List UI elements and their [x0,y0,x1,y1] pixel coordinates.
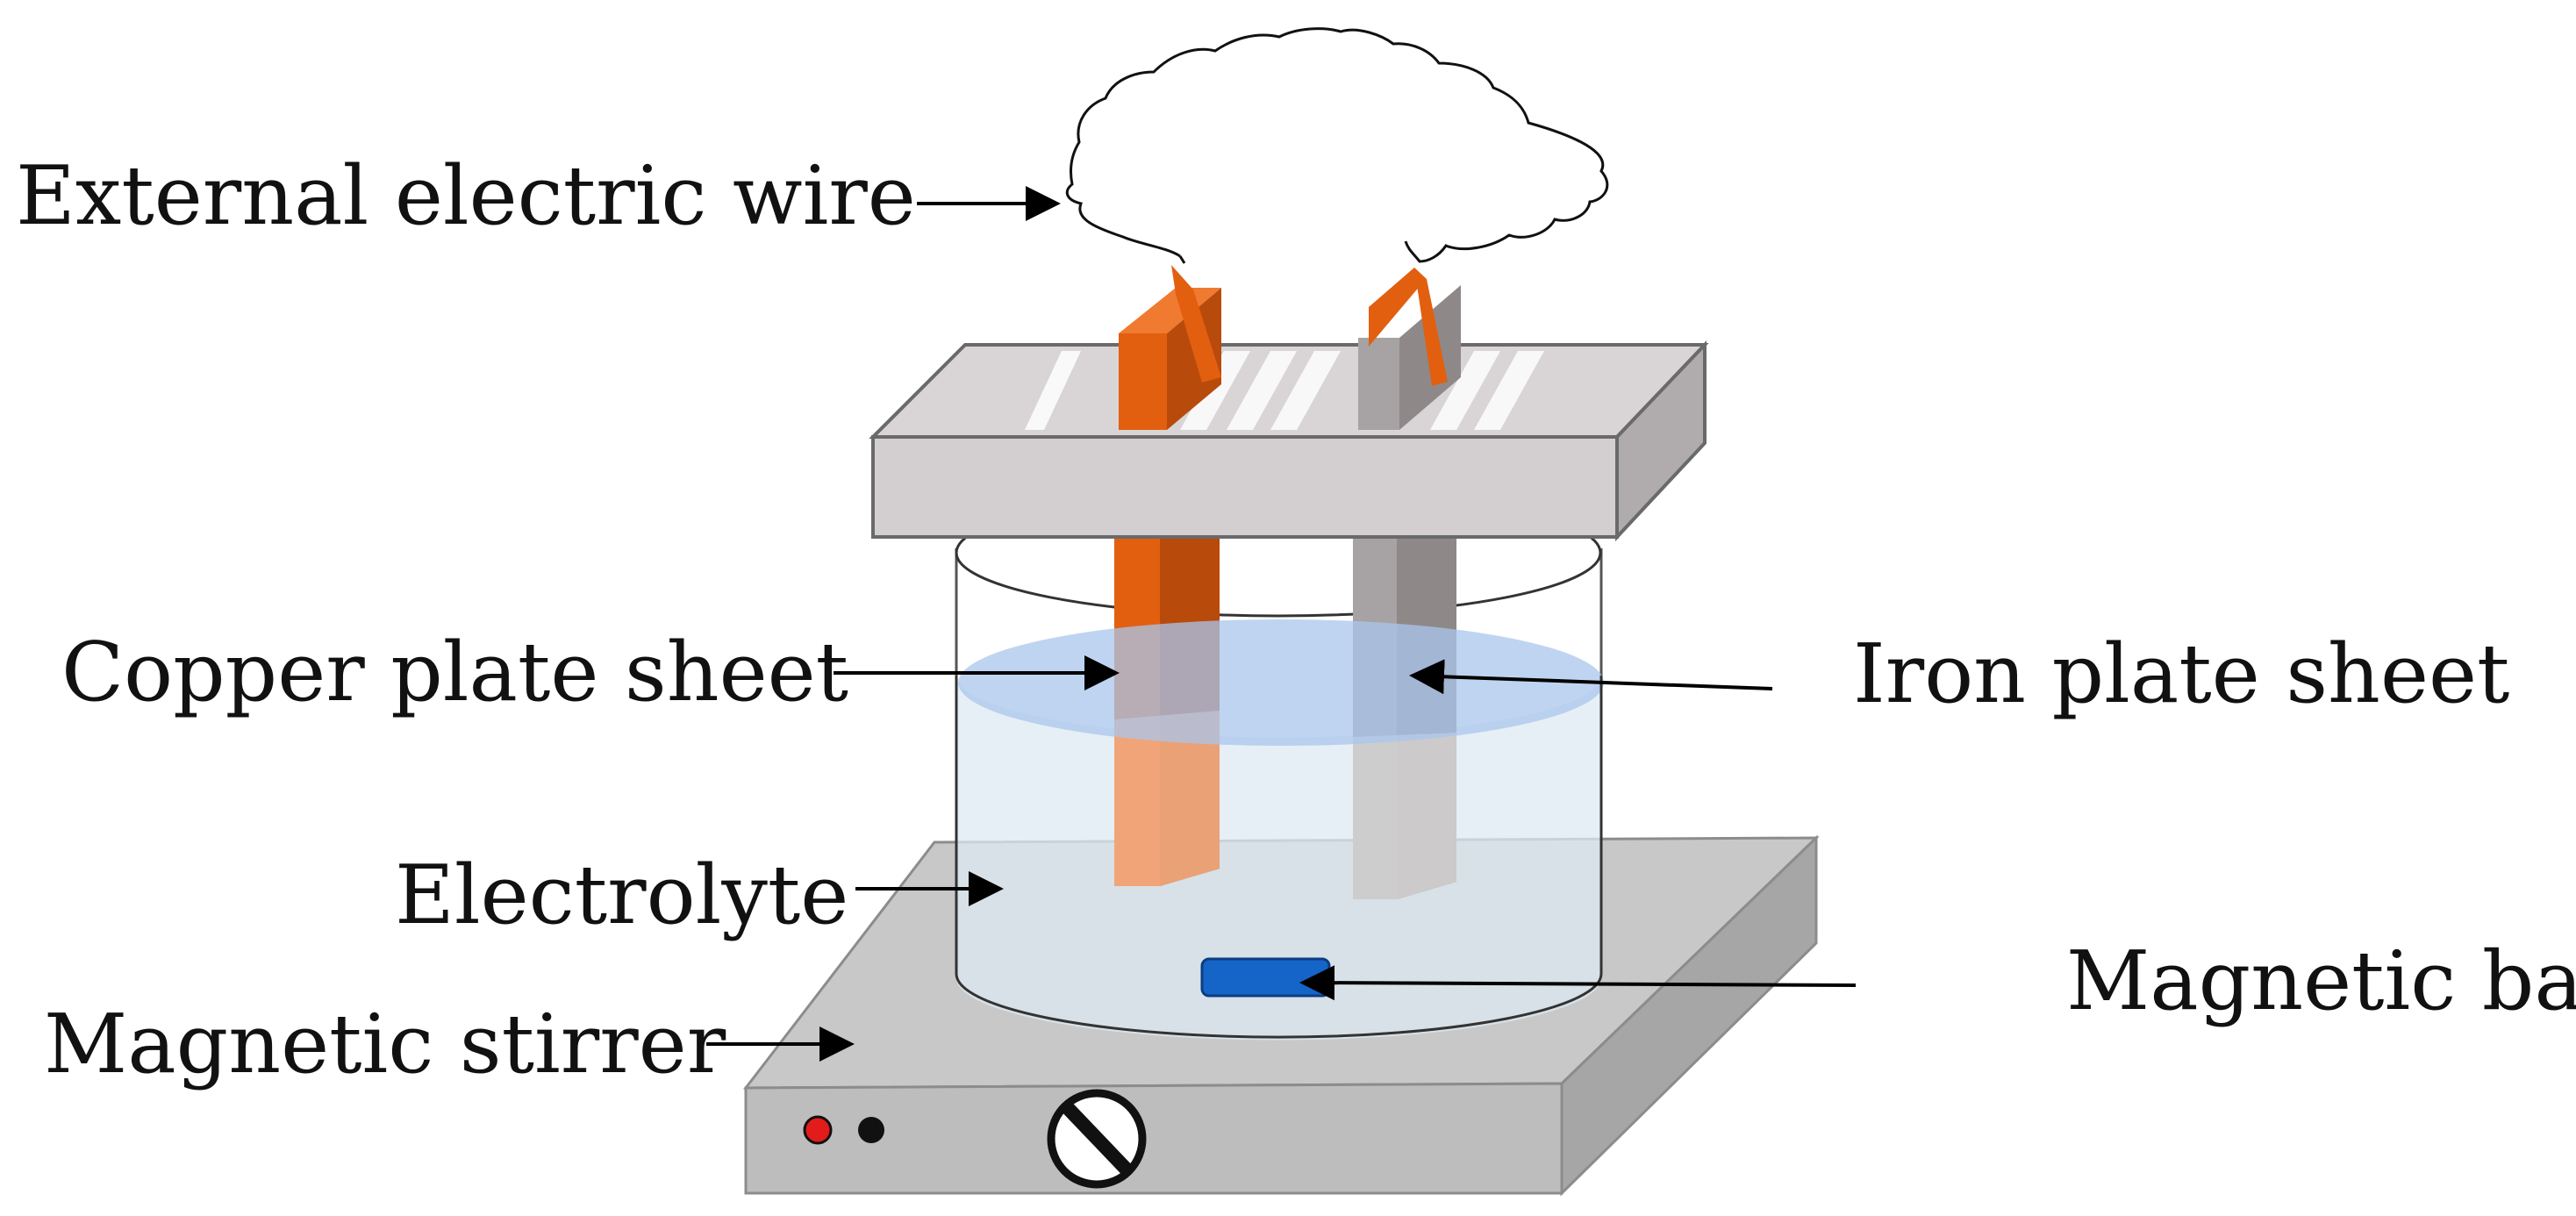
label-electrolyte: Electrolyte [395,848,848,942]
label-arrows [706,186,1857,1062]
external-wire [1065,27,1609,263]
indicator-light-red [803,1115,833,1145]
iron-plate-top [1358,268,1461,430]
stirrer-side-face [1560,834,1818,1197]
label-copper-plate: Copper plate sheet [61,625,848,719]
lid-side-face [1615,340,1707,542]
electrolyte-surface [958,619,1604,746]
lid-front-face [871,435,1619,539]
label-iron-plate: Iron plate sheet [1853,626,2509,721]
indicator-light-black [858,1117,884,1143]
stirrer-control-knob [1047,1089,1147,1189]
electrode-holder-lid [869,340,1709,542]
arrow-magnetic-bar [1299,965,1857,1001]
beaker-upper-wall [955,548,1603,676]
iron-plate-submerged [1353,733,1456,899]
label-magnetic-stirrer: Magnetic stirrer [44,997,726,1091]
copper-plate-top [1119,265,1221,430]
label-external-wire: External electric wire [16,148,916,243]
beaker [955,488,1603,1041]
lid-slots [1025,351,1544,430]
beaker-front [955,676,1603,1039]
label-magnetic-bar: Magnetic bar [2066,933,2576,1028]
arrow-iron-plate [1409,659,1773,695]
copper-plate-submerged [1114,711,1220,886]
magnetic-bar [1200,957,1331,998]
